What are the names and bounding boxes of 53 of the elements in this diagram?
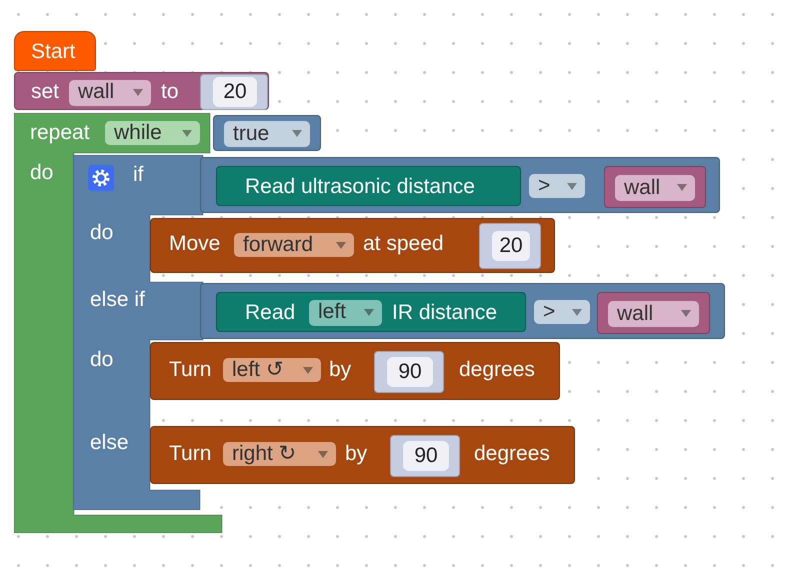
dropdown: left ↺ xyxy=(223,358,321,382)
number-field: 90 xyxy=(387,357,433,387)
block-label: by xyxy=(329,358,352,382)
number-block xyxy=(390,435,460,477)
sensor-block xyxy=(216,292,526,332)
block-label: IR distance xyxy=(392,301,498,325)
block-label: Turn xyxy=(169,442,212,466)
dropdown: true xyxy=(224,121,310,147)
dropdown: > xyxy=(529,174,585,198)
sensor-block xyxy=(216,166,521,206)
turn-block xyxy=(150,426,575,484)
block-label: Turn xyxy=(169,358,212,382)
block-label: degrees xyxy=(474,442,550,466)
move-block xyxy=(150,218,555,273)
variable-block xyxy=(597,292,710,334)
block-label: if xyxy=(133,163,144,187)
dropdown: wall xyxy=(69,80,151,106)
block-label: else if xyxy=(90,288,145,312)
set-variable-block xyxy=(14,72,269,110)
dropdown: wall xyxy=(615,175,695,201)
compare-block xyxy=(200,283,725,339)
block-label: Move xyxy=(169,232,220,256)
compare-block xyxy=(200,157,720,213)
dropdown: left xyxy=(309,300,382,326)
variable-block xyxy=(604,166,706,208)
number-field: 20 xyxy=(492,231,530,261)
number-block xyxy=(200,74,268,110)
turn-block xyxy=(150,342,560,400)
number-block xyxy=(479,223,541,269)
block-label: at speed xyxy=(363,232,444,256)
block-label: set xyxy=(31,80,60,104)
boolean-block xyxy=(213,115,321,151)
block-label: do xyxy=(90,348,114,372)
dropdown: while xyxy=(105,121,200,145)
dropdown: forward xyxy=(234,233,354,257)
start-block xyxy=(14,31,96,71)
block-label: Read ultrasonic distance xyxy=(245,175,475,199)
dropdown: wall xyxy=(608,301,699,327)
block-label: degrees xyxy=(459,358,535,382)
number-field: 90 xyxy=(403,441,449,471)
block-label: Read xyxy=(245,301,296,325)
dropdown: right ↻ xyxy=(223,442,336,466)
number-field: 20 xyxy=(213,77,257,107)
block-label: to xyxy=(161,80,179,104)
block-label: else xyxy=(90,431,129,455)
block-label: do xyxy=(30,161,54,185)
repeat-loop-block xyxy=(14,113,224,533)
block-label: Start xyxy=(31,40,76,64)
block-label: do xyxy=(90,221,114,245)
block-label: repeat xyxy=(30,121,90,145)
dropdown: > xyxy=(534,300,590,324)
number-block xyxy=(374,351,444,393)
block-label: by xyxy=(345,442,368,466)
